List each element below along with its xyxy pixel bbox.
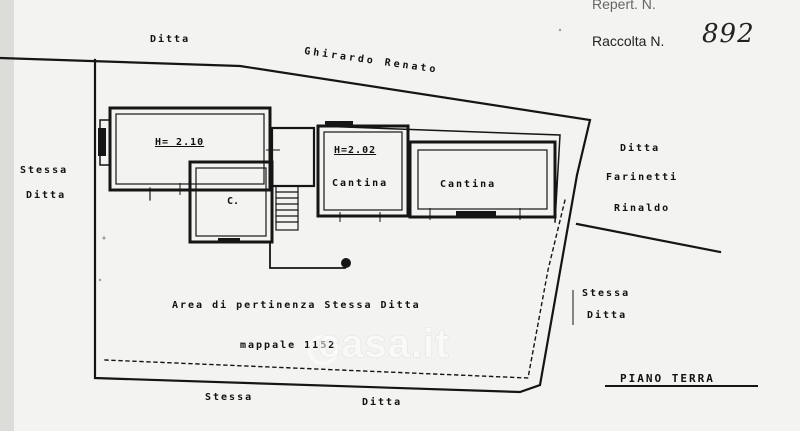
inner-boundary-dashed (104, 199, 566, 379)
corridor-wall (270, 126, 316, 188)
cantina-1-wall (316, 124, 410, 218)
repertorio-fragment: Repert. N. (592, 0, 656, 12)
label-ditta-right: Ditta (620, 143, 661, 154)
label-ditta-bottom: Ditta (362, 397, 403, 408)
room-height-202: H=2.02 (334, 145, 377, 156)
room-c-label: C. (227, 196, 240, 207)
watermark: casa.it (318, 322, 450, 366)
area-pertinenza-label: Area di pertinenza Stessa Ditta (172, 300, 421, 311)
label-stessa-right: Stessa (582, 288, 631, 299)
label-ditta-top: Ditta (150, 34, 191, 45)
property-boundary (0, 56, 592, 394)
room-height-210: H= 2.10 (155, 137, 205, 148)
mappale-label: mappale 1152 (240, 340, 337, 351)
label-stessa-left: Stessa (20, 165, 69, 176)
cantina-2-wall (408, 140, 557, 219)
neighbor-line-right (575, 222, 722, 254)
label-farinetti: Farinetti (606, 172, 679, 183)
label-rinaldo: Rinaldo (614, 203, 671, 214)
label-ditta-left: Ditta (26, 190, 67, 201)
stair (275, 185, 299, 231)
cantina-2-label: Cantina (440, 179, 497, 190)
piano-terra-label: PIANO TERRA (620, 372, 715, 385)
label-stessa-bottom: Stessa (205, 392, 254, 403)
label-ditta-right-2: Ditta (587, 310, 628, 321)
raccolta-number: 892 (702, 19, 755, 49)
cantina-1-label: Cantina (332, 178, 389, 189)
raccolta-label: Raccolta N. (592, 33, 665, 49)
pipe-line (269, 241, 346, 269)
scan-edge-band (0, 0, 14, 431)
watermark-logo-icon (308, 335, 338, 365)
